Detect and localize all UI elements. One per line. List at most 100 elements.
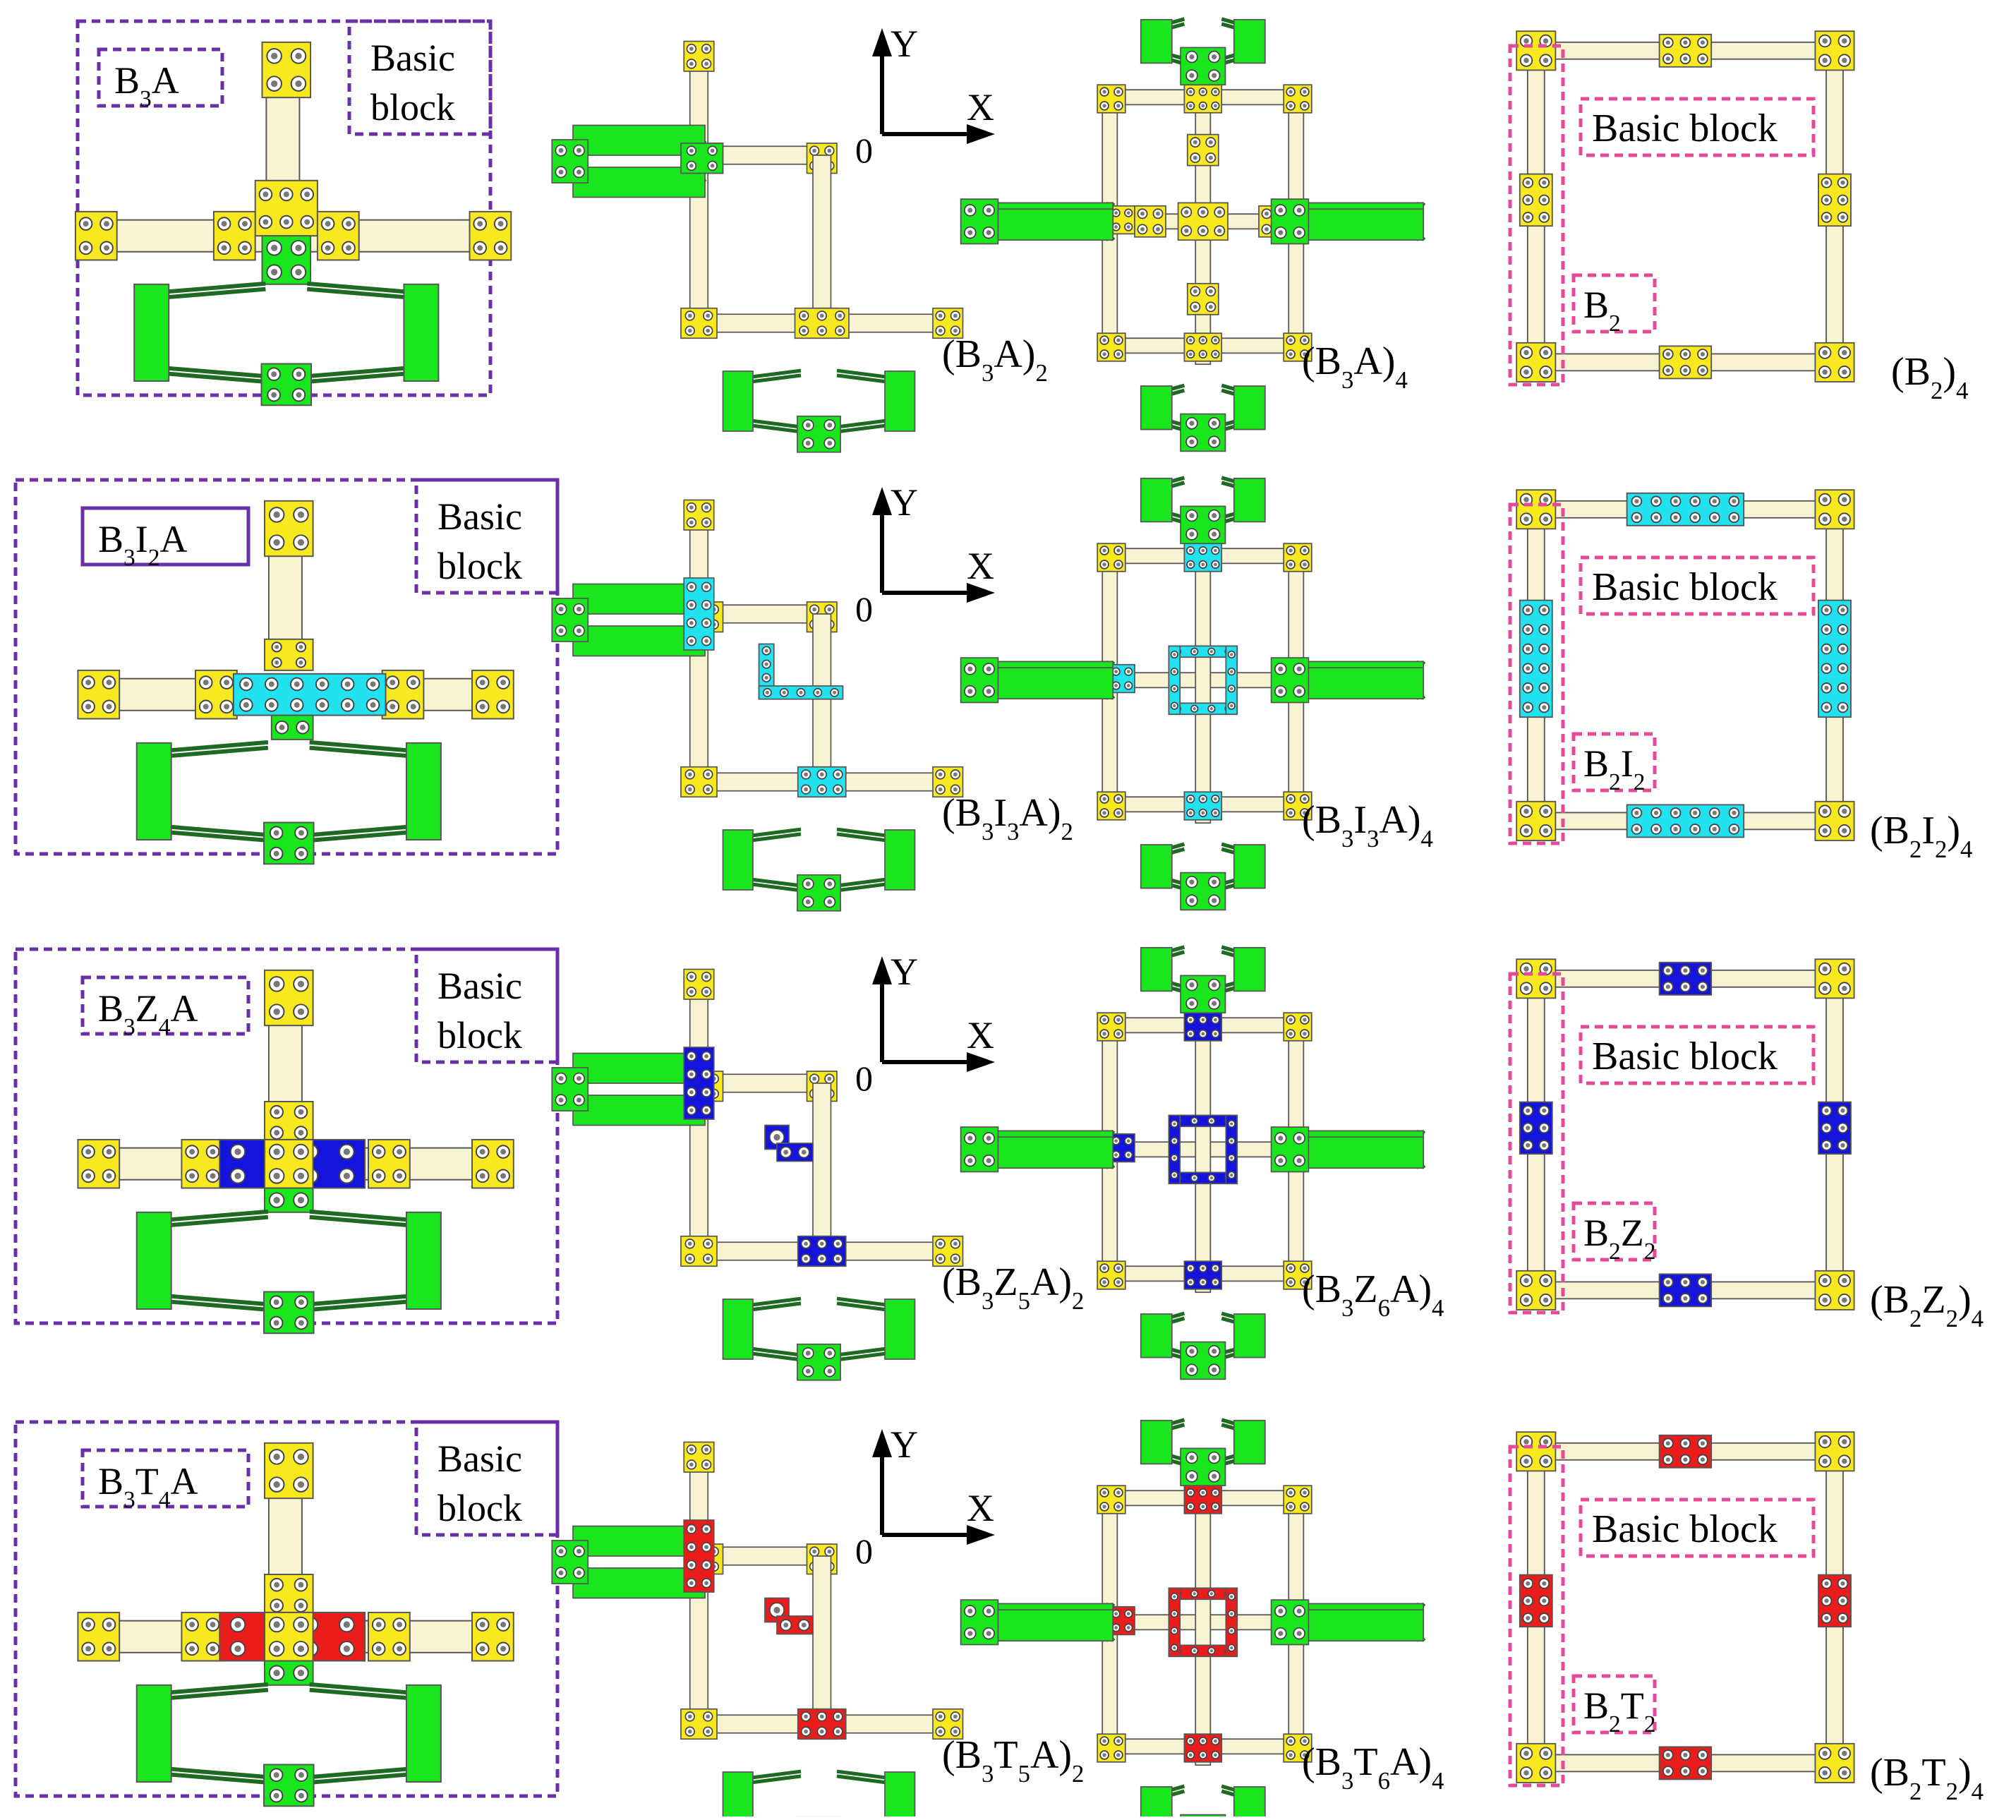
ring-basic-label: Basic block	[1592, 1035, 1777, 1078]
bolt-hole-center	[689, 1545, 694, 1550]
block-label-frame	[97, 47, 224, 108]
bolt-hole-center	[1543, 38, 1549, 44]
bolt-hole-center	[1201, 548, 1205, 553]
bolt-hole-center	[1842, 1439, 1847, 1445]
bolt-hole-center	[1822, 1458, 1828, 1464]
bolt-hole-center	[1278, 207, 1284, 213]
label-subscript: 2	[1935, 836, 1947, 863]
bolt-hole-center	[1523, 1439, 1529, 1445]
y-axis-label: Y	[891, 951, 918, 993]
bolt-hole-center	[986, 230, 991, 236]
bolt-hole-center	[479, 1622, 485, 1628]
bolt-hole-center	[1840, 627, 1845, 632]
bolt-hole-center	[1189, 73, 1195, 78]
bolt-hole-center	[104, 245, 109, 251]
bolt-hole-center	[297, 1148, 305, 1155]
bolt-hole-center	[1188, 1739, 1193, 1743]
spring-pad	[135, 1211, 172, 1310]
quad-label: (B3Z6A)4	[1302, 1267, 1444, 1322]
bolt-hole-center	[1288, 1280, 1293, 1284]
bolt-hole-center	[1188, 1505, 1193, 1509]
bolt-hole-center	[1214, 1280, 1217, 1284]
bolt-hole-center	[189, 1622, 195, 1628]
bolt-hole-center	[1653, 499, 1659, 504]
bolt-hole-center	[1842, 497, 1847, 502]
bolt-hole-center	[1230, 1646, 1233, 1650]
bolt-hole-center	[1840, 646, 1845, 651]
bolt-hole-center	[1288, 104, 1293, 108]
beam-rod	[1195, 1006, 1212, 1294]
label-subscript: 2	[1072, 1287, 1084, 1315]
bolt-hole-center	[953, 787, 958, 792]
bolt-hole-center	[577, 1570, 581, 1576]
label-subscript: 2	[148, 545, 160, 571]
bolt-hole-center	[1543, 1277, 1549, 1284]
bolt-hole-center	[1526, 1143, 1531, 1148]
label-subscript: 4	[1956, 377, 1968, 404]
bolt-hole-center	[106, 680, 112, 686]
bolt-hole-center	[1214, 1266, 1217, 1270]
bolt-hole-center	[298, 1320, 304, 1326]
bolt-hole-center	[319, 701, 325, 708]
bolt-hole-center	[375, 1149, 382, 1155]
bolt-hole-center	[704, 61, 708, 66]
spring-pad	[133, 283, 170, 382]
bolt-hole-center	[273, 1481, 280, 1488]
bolt-hole-center	[1542, 198, 1547, 203]
bolt-hole-center	[297, 1008, 305, 1016]
ring-block-label: B2	[1583, 284, 1621, 337]
bolt-hole-center	[273, 1197, 280, 1204]
bolt-hole-center	[85, 1622, 92, 1628]
bolt-hole-center	[274, 644, 279, 649]
bolt-hole-center	[1840, 1143, 1845, 1148]
bolt-hole-center	[1683, 1296, 1688, 1301]
bolt-hole-center	[835, 787, 840, 792]
bolt-hole-center	[1188, 352, 1193, 356]
bolt-hole-center	[296, 371, 302, 378]
label-subscript: 4	[1972, 1778, 1984, 1805]
ring-block-label: B2T2	[1583, 1685, 1656, 1737]
bolt-hole-center	[558, 1570, 564, 1576]
bolt-hole-center	[706, 772, 711, 777]
bolt-hole-center	[85, 1173, 92, 1179]
quad-structure	[960, 17, 1426, 452]
origin-label: 0	[855, 131, 873, 170]
bolt-hole-center	[1230, 1612, 1233, 1615]
bolt-hole-center	[704, 620, 708, 625]
connector-plate	[232, 673, 387, 716]
basic-block-tag-frame	[414, 1420, 560, 1537]
label-subscript: 2	[1609, 1239, 1621, 1265]
bolt-hole-center	[1683, 1457, 1688, 1462]
bolt-hole-center	[1296, 230, 1302, 236]
bolt-hole-center	[953, 1241, 958, 1246]
bolt-hole-center	[689, 639, 694, 644]
bolt-hole-center	[298, 1603, 304, 1609]
spring-rotated	[960, 1599, 1116, 1646]
bolt-hole-center	[783, 1150, 789, 1155]
label-subscript: 2	[1061, 818, 1073, 845]
connector-plate	[1168, 645, 1181, 716]
pair-structure	[551, 40, 964, 453]
bolt-hole-center	[410, 680, 416, 686]
bolt-hole-center	[283, 191, 289, 198]
bolt-hole-center	[953, 1729, 958, 1734]
label-span: (B	[1302, 1267, 1341, 1311]
bolt-hole-center	[1523, 1750, 1529, 1756]
bolt-hole-center	[704, 1562, 708, 1567]
bolt-hole-center	[1634, 826, 1639, 832]
bolt-hole-center	[479, 704, 485, 710]
bolt-hole-center	[1822, 966, 1828, 972]
bolt-hole-center	[298, 830, 304, 836]
spring-pad	[884, 1298, 916, 1360]
bolt-hole-center	[1212, 879, 1217, 885]
bolt-hole-center	[938, 1241, 943, 1246]
bolt-hole-center	[835, 772, 840, 777]
bolt-hole-center	[1700, 368, 1706, 373]
bolt-hole-center	[967, 689, 973, 694]
beam-rod	[710, 1073, 820, 1093]
bolt-hole-center	[782, 690, 786, 694]
ring-edge-frame	[1508, 1445, 1565, 1788]
bolt-hole-center	[273, 1645, 280, 1652]
bolt-hole-center	[1102, 1018, 1106, 1022]
bolt-hole-center	[1543, 369, 1549, 375]
